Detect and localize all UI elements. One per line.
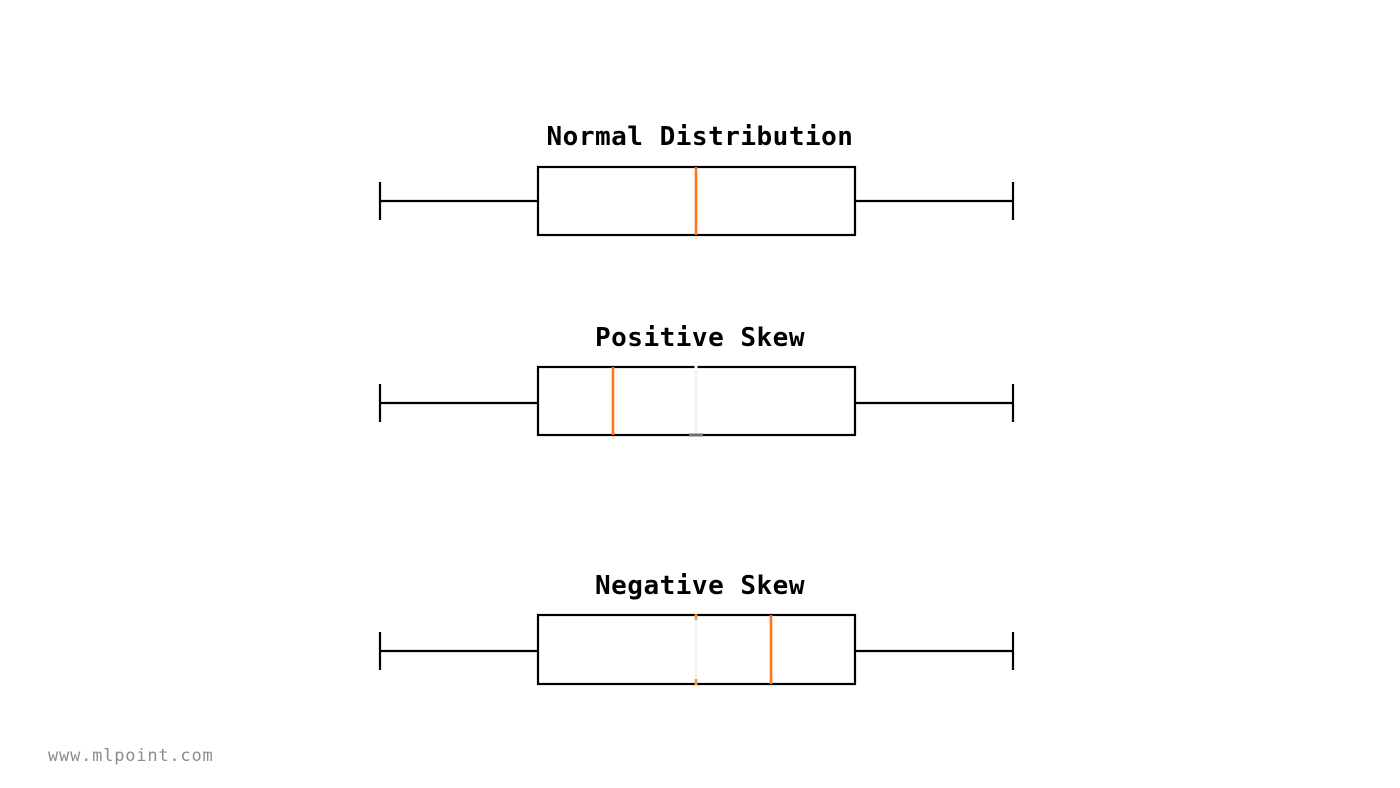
panel-title-normal-distribution: Normal Distribution [546, 122, 854, 152]
panel-title-negative-skew: Negative Skew [595, 571, 805, 601]
panel-title-positive-skew: Positive Skew [595, 323, 805, 353]
boxplot-normal-distribution [378, 165, 1015, 237]
boxplot-negative-skew [378, 613, 1015, 686]
boxplot-positive-skew [378, 364, 1015, 437]
watermark-url: www.mlpoint.com [48, 746, 214, 766]
